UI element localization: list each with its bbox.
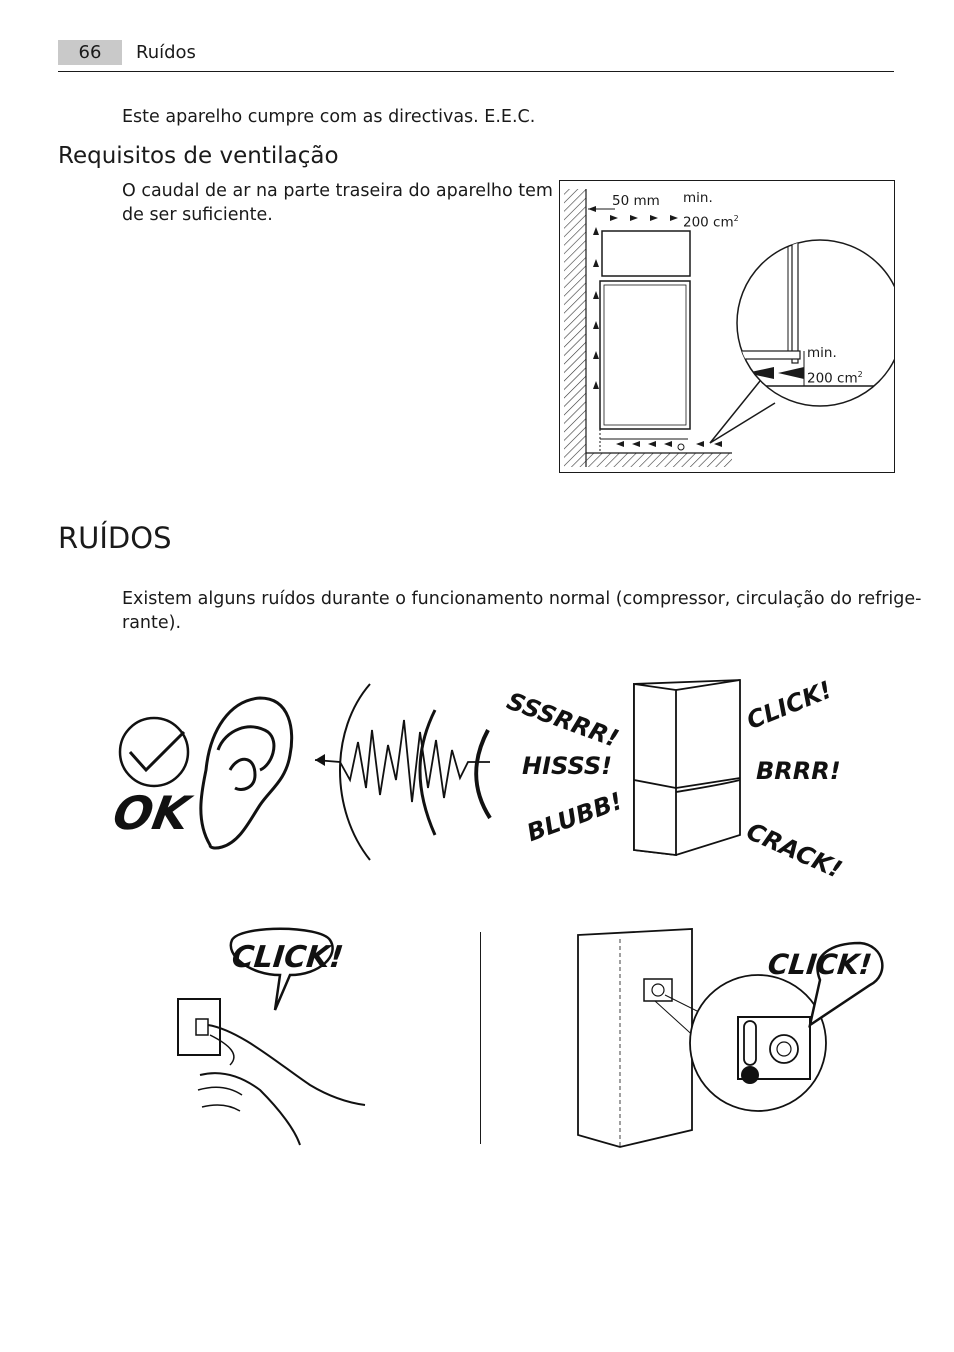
switch-click-label: CLICK! [230,940,346,975]
bottom-area-label: 200 cm2 [807,370,863,387]
header-rule [58,71,894,72]
ventilation-heading: Requisitos de ventilação [58,143,339,169]
sound-brrr: BRRR! [756,757,841,785]
thermostat-click-label: CLICK! [766,948,874,981]
thermostat-illustration [577,928,884,1148]
wall [564,189,586,467]
gap-50mm-label: 50 mm [612,193,660,209]
noises-text-line2: rante). [122,613,182,633]
top-airflow-arrows [610,215,678,221]
noises-text-line1: Existem alguns ruídos durante o funciona… [122,589,922,609]
illustration-divider [480,932,481,1144]
intro-text: Este aparelho cumpre com as directivas. … [122,107,536,127]
fridge-icon [633,679,741,857]
thermostat-dial-icon [769,1034,799,1064]
noises-heading: RUÍDOS [58,521,172,555]
page-number: 66 [58,40,122,65]
hand-icon [207,1024,366,1106]
floor [586,453,732,467]
thermometer-icon [743,1020,757,1066]
sound-hisss: HISSS! [522,752,613,780]
appliance-side [599,280,691,430]
bottom-airflow-arrows [616,441,722,447]
click-speech-bubble-2 [808,941,884,1028]
top-min-label: min. [683,190,713,206]
upward-airflow-arrows [593,227,599,389]
click-speech-bubble [229,927,334,1011]
ventilation-text-line2: de ser suficiente. [122,205,273,225]
ear-icon [199,696,294,850]
appliance-tall-icon [577,928,693,1148]
top-area-label: 200 cm2 [683,214,739,231]
bottom-min-label: min. [807,345,837,361]
check-icon [118,716,190,788]
running-header: Ruídos [136,42,196,63]
upper-cabinet [601,230,691,277]
ventilation-text-line1: O caudal de ar na parte traseira do apar… [122,181,553,201]
noise-illustration [118,679,741,861]
ok-label: OK [109,786,194,840]
ventilation-diagram: 50 mm min. 200 cm2 min. 200 cm2 [559,180,904,473]
switch-illustration [177,927,366,1146]
